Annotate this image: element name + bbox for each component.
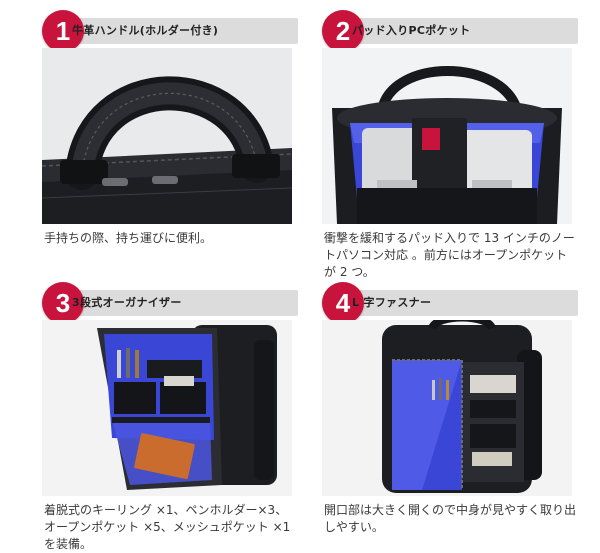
organizer-illustration	[42, 320, 292, 496]
feature-number-badge: 2	[322, 10, 364, 52]
feature-header: 3 3段式オーガナイザー	[42, 282, 298, 324]
feature-number-badge: 1	[42, 10, 84, 52]
padded-pc-pocket-photo	[322, 48, 572, 224]
feature-title: 牛革ハンドル(ホルダー付き)	[72, 24, 219, 37]
feature-caption: 着脱式のキーリング ×1、ペンホルダー×3、オープンポケット ×5、メッシュポケ…	[44, 503, 291, 551]
l-zipper-illustration	[322, 320, 572, 496]
feature-number-badge: 4	[322, 282, 364, 324]
leather-handle-illustration	[42, 48, 292, 224]
three-tier-organizer-photo	[42, 320, 292, 496]
feature-caption: 開口部は大きく開くので中身が見やすく取り出しやすい。	[324, 503, 577, 534]
feature-title: 3段式オーガナイザー	[72, 296, 182, 309]
feature-caption: 衝撃を緩和するパッド入りで 13 インチのノートパソコン対応 。前方にはオープン…	[324, 231, 575, 279]
l-shaped-zipper-photo	[322, 320, 572, 496]
feature-header: 2 パッド入りPCポケット	[322, 10, 578, 52]
feature-number-badge: 3	[42, 282, 84, 324]
feature-title: パッド入りPCポケット	[352, 24, 471, 37]
feature-panel-3: 3 3段式オーガナイザー 着脱式のキーリング ×1、ペン	[30, 282, 298, 551]
feature-panel-2: 2 パッド入りPCポケット 衝撃を緩和するパッド入りで 13 インチの	[310, 10, 578, 279]
pc-pocket-illustration	[322, 48, 572, 224]
feature-header: 1 牛革ハンドル(ホルダー付き)	[42, 10, 298, 52]
leather-handle-photo	[42, 48, 292, 224]
feature-panel-4: 4 L 字ファスナー 開口部は大きく開くので中身が見やす	[310, 282, 578, 534]
feature-panel-1: 1 牛革ハンドル(ホルダー付き) 手持ちの際、持ち運びに便利。	[30, 10, 298, 245]
feature-title: L 字ファスナー	[352, 296, 432, 309]
feature-header: 4 L 字ファスナー	[322, 282, 578, 324]
feature-caption: 手持ちの際、持ち運びに便利。	[44, 231, 213, 245]
